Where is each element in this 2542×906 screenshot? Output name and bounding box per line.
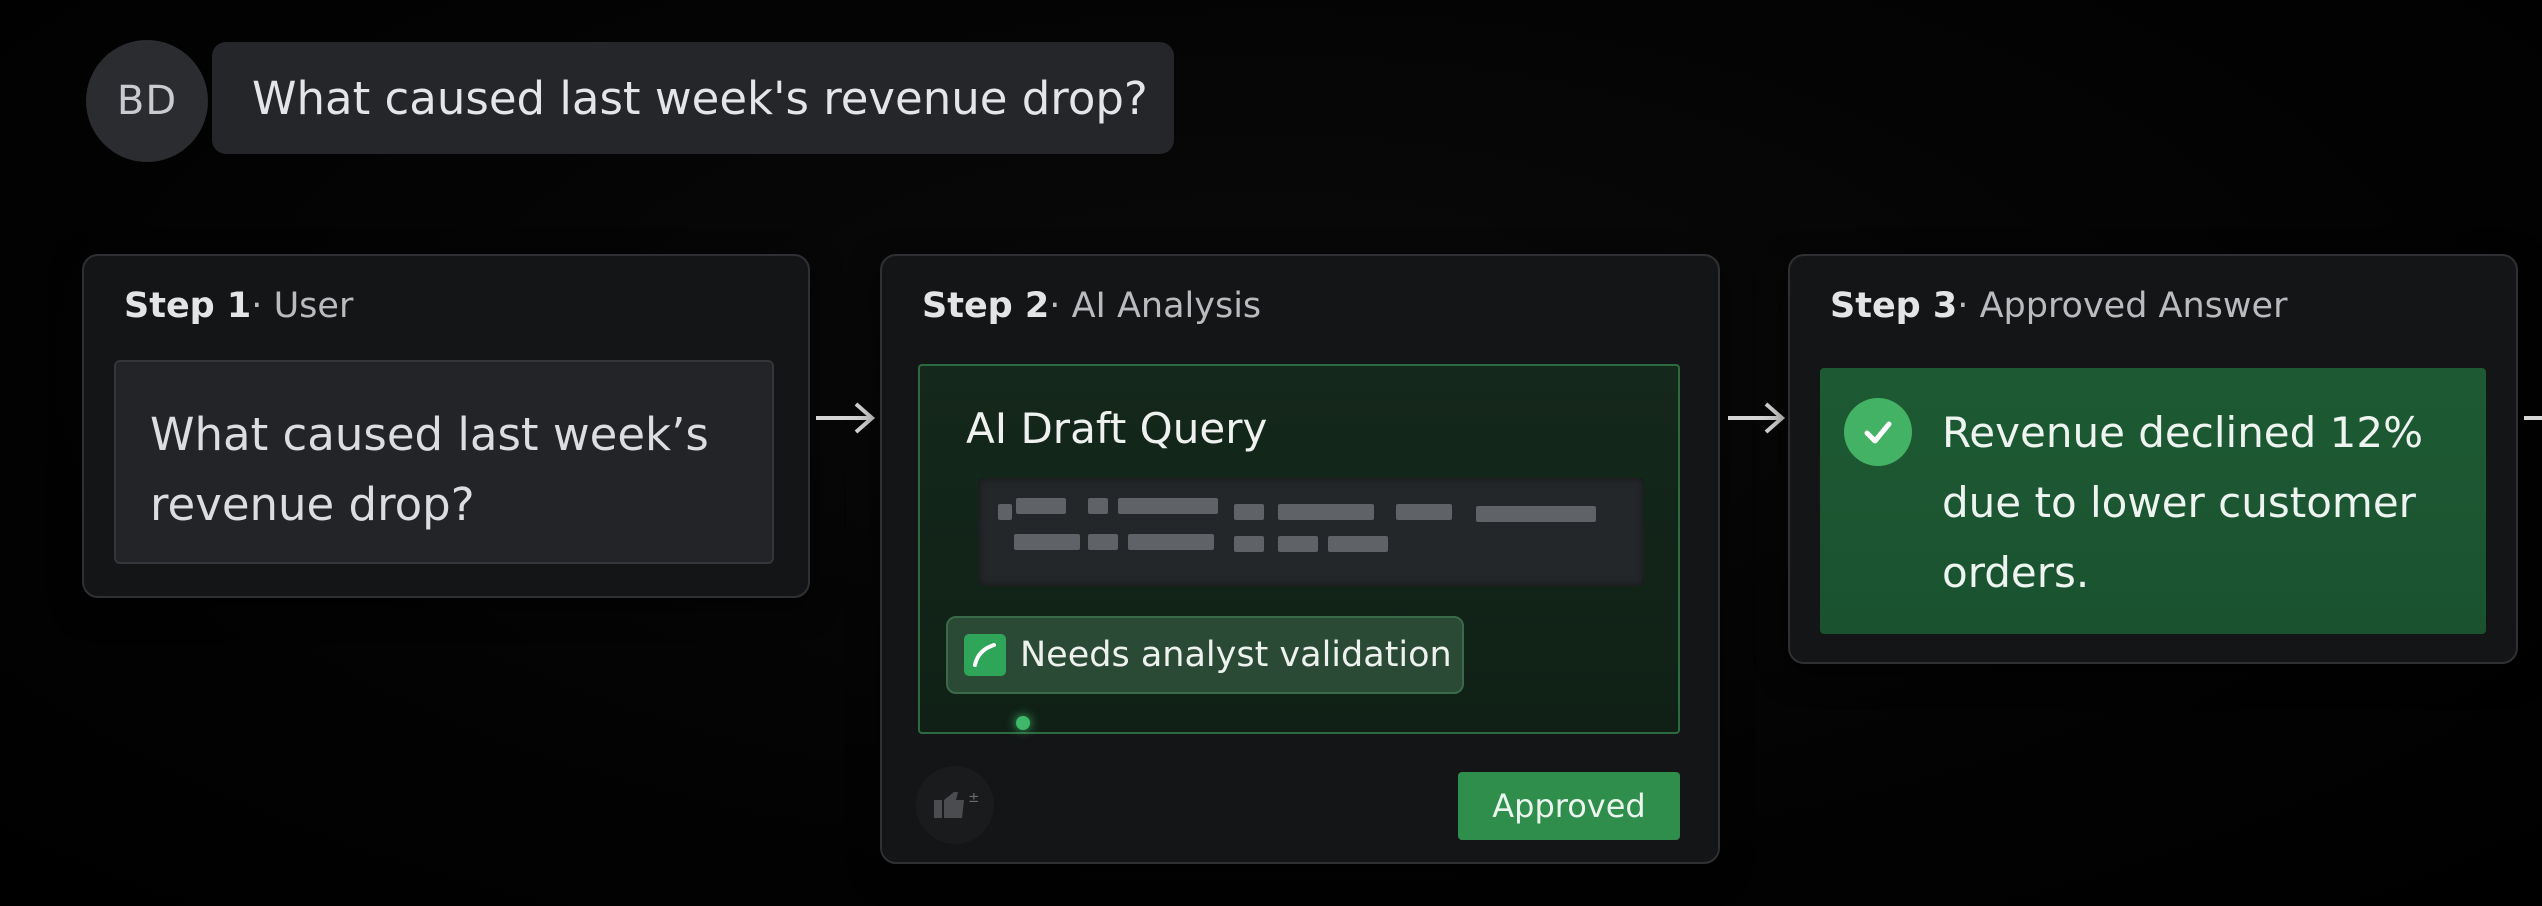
redacted-text [1088,534,1118,550]
step-1-title: Step 1· User [124,286,353,326]
redacted-text [1234,536,1264,552]
redacted-text [1088,498,1108,514]
step-2-number: Step 2 [922,286,1050,326]
step-2-title: Step 2· AI Analysis [922,286,1261,326]
redacted-text [1014,534,1080,550]
step-2-separator: · [1049,286,1061,326]
arrow-right-icon [2524,416,2542,420]
ai-draft-panel: AI Draft Query [918,364,1680,734]
step-3-number: Step 3 [1830,286,1958,326]
redacted-text [1278,536,1318,552]
step-1-card: Step 1· User What caused last week’s rev… [82,254,810,598]
needs-validation-badge: Needs analyst validation [946,616,1464,694]
step-3-title: Step 3· Approved Answer [1830,286,2287,326]
approved-button[interactable]: Approved [1458,772,1680,840]
step-3-separator: · [1957,286,1969,326]
step-1-number: Step 1 [124,286,252,326]
redacted-text [1396,504,1452,520]
step-3-name: Approved Answer [1979,286,2288,326]
step-2-name: AI Analysis [1071,286,1262,326]
redacted-text [1128,534,1214,550]
step-3-card: Step 3· Approved Answer Revenue declined… [1788,254,2518,664]
thumbs-feedback-icon: ± [934,790,978,818]
redacted-text [1234,504,1264,520]
step-1-name: User [273,286,354,326]
validation-badge-label: Needs analyst validation [1020,635,1452,675]
redacted-text [1476,506,1596,522]
trend-up-icon [964,634,1006,676]
redacted-text [1278,504,1374,520]
avatar: BD [86,40,208,162]
user-question-text: What caused last week’s revenue drop? [150,408,709,531]
step-1-separator: · [251,286,263,326]
redacted-text [998,504,1012,520]
status-dot [1016,716,1030,730]
svg-text:±: ± [968,790,978,806]
check-circle-icon [1844,398,1912,466]
avatar-initials: BD [116,78,178,124]
user-message-text: What caused last week's revenue drop? [252,71,1148,125]
user-message-bubble: What caused last week's revenue drop? [212,42,1174,154]
user-question-box: What caused last week’s revenue drop? [114,360,774,564]
redacted-text [1016,498,1066,514]
redacted-query-block [978,478,1644,586]
arrow-right-icon [816,402,876,434]
approved-answer-panel: Revenue declined 12% due to lower custom… [1820,368,2486,634]
ai-draft-title: AI Draft Query [966,404,1268,453]
feedback-icon-button[interactable]: ± [916,766,994,844]
approved-answer-text: Revenue declined 12% due to lower custom… [1942,408,2424,597]
step-2-card: Step 2· AI Analysis AI Draft Query [880,254,1720,864]
redacted-text [1118,498,1218,514]
redacted-text [1328,536,1388,552]
arrow-right-icon [1728,402,1786,434]
